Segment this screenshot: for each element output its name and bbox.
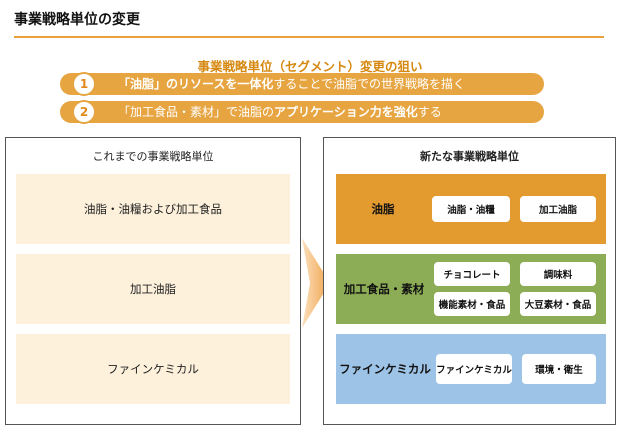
old-segment-1: 油脂・油糧および加工食品 — [16, 174, 290, 244]
goal-2-lead: 「加工食品・素材」で油脂の — [118, 105, 275, 119]
goal-number-2: 2 — [72, 100, 96, 124]
chip-soy-food: 大豆素材・食品 — [520, 292, 596, 316]
goal-2-highlight: アプリケーション力を強化 — [274, 105, 418, 119]
chip-oils-oilseeds: 油脂・油糧 — [432, 196, 510, 222]
goal-text-1: 「油脂」のリソースを一体化することで油脂での世界戦略を描く — [118, 73, 465, 95]
goal-text-2: 「加工食品・素材」で油脂のアプリケーション力を強化する — [118, 101, 442, 123]
title-divider — [14, 36, 604, 38]
arrow-right-icon — [302, 238, 330, 328]
chip-chocolate: チョコレート — [434, 262, 510, 286]
purpose-title: 事業戦略単位（セグメント）変更の狙い — [197, 59, 423, 74]
new-segment-food: 加工食品・素材 チョコレート 調味料 機能素材・食品 大豆素材・食品 — [336, 254, 606, 324]
goal-bar-2 — [60, 101, 544, 123]
chip-functional-food: 機能素材・食品 — [434, 292, 510, 316]
page-title: 事業戦略単位の変更 — [14, 12, 140, 28]
old-panel-title: これまでの事業戦略単位 — [92, 150, 214, 163]
segment-name-oils: 油脂 — [371, 202, 395, 216]
new-segments-panel: 新たな事業戦略単位 油脂 油脂・油糧 加工油脂 加工食品・素材 チョコレート 調… — [323, 137, 616, 425]
chip-fine-chemical: ファインケミカル — [436, 354, 512, 384]
chip-environment-hygiene: 環境・衛生 — [522, 354, 596, 384]
goal-number-1: 1 — [72, 72, 96, 96]
old-segment-2: 加工油脂 — [16, 254, 290, 324]
new-segment-oils: 油脂 油脂・油糧 加工油脂 — [336, 174, 606, 244]
old-segment-3: ファインケミカル — [16, 334, 290, 404]
old-segments-panel: これまでの事業戦略単位 油脂・油糧および加工食品 加工油脂 ファインケミカル — [5, 137, 301, 425]
chip-seasoning: 調味料 — [520, 262, 596, 286]
segment-name-fine-chemical: ファインケミカル — [339, 362, 431, 376]
segment-name-food: 加工食品・素材 — [343, 282, 425, 296]
goal-1-rest: することで油脂での世界戦略を描く — [273, 77, 466, 91]
goal-1-highlight: 「油脂」のリソースを一体化 — [118, 77, 274, 91]
goal-2-rest: する — [417, 105, 442, 119]
goal-bar-1 — [60, 73, 544, 95]
new-segment-fine-chemical: ファインケミカル ファインケミカル 環境・衛生 — [336, 334, 606, 404]
chip-processed-oils: 加工油脂 — [520, 196, 596, 222]
new-panel-title: 新たな事業戦略単位 — [420, 150, 519, 163]
